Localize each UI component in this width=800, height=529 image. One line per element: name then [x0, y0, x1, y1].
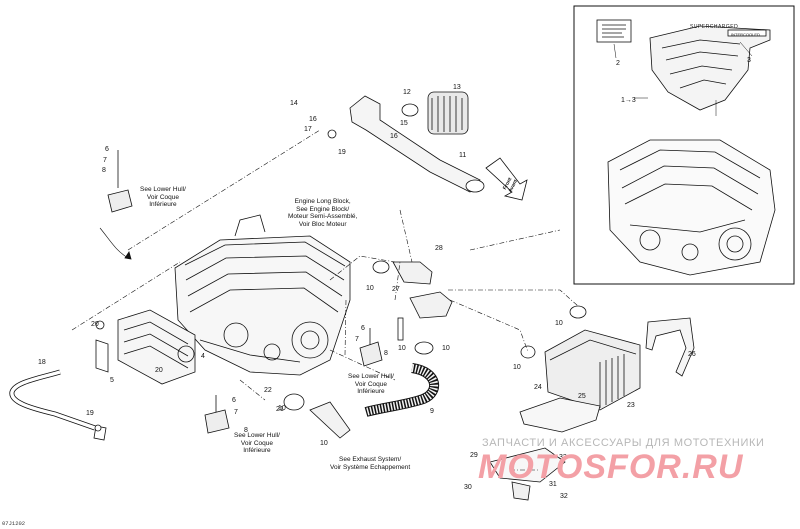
callout-19b: 19	[86, 410, 94, 417]
callout-8c: 8	[244, 427, 248, 434]
callout-6b: 6	[361, 325, 365, 332]
callout-31: 31	[549, 481, 557, 488]
bracket-29	[489, 447, 566, 483]
engine-mount-bottom	[204, 395, 230, 434]
callout-8a: 8	[102, 167, 106, 174]
callout-16b: 16	[390, 133, 398, 140]
callout-27: 27	[392, 286, 400, 293]
watermark-caption: ЗАПЧАСТИ И АКСЕССУАРЫ ДЛЯ МОТОТЕХНИКИ	[482, 437, 765, 449]
callout-8b: 8	[384, 350, 388, 357]
callout-32b: 32	[560, 493, 568, 500]
clip-19-top	[327, 129, 337, 139]
callout-10f: 10	[320, 440, 328, 447]
note-lower-hull-1: See Lower Hull/ Voir Coque Inférieure	[140, 186, 186, 208]
callout-22: 22	[264, 387, 272, 394]
watermark-logo: MOTOSFOR.RU	[478, 448, 744, 486]
intercooler-23	[544, 329, 641, 411]
callout-16a: 16	[309, 116, 317, 123]
callout-23: 23	[627, 402, 635, 409]
engine-mount-left	[107, 150, 133, 213]
main-engine	[174, 214, 351, 376]
callout-9: 9	[430, 408, 434, 415]
callout-6a: 6	[105, 146, 109, 153]
note-engine-block: Engine Long Block, See Engine Block/ Mot…	[288, 198, 358, 228]
note-exhaust: See Exhaust System/ Voir Système Echappe…	[330, 456, 411, 471]
callout-17: 17	[304, 126, 312, 133]
connection-lines	[71, 129, 579, 471]
bracket-26	[645, 317, 695, 377]
callout-3: 3	[747, 57, 751, 64]
callout-15: 15	[400, 120, 408, 127]
engine-mount-center	[359, 328, 383, 367]
callout-19a: 19	[338, 149, 346, 156]
callout-25: 25	[578, 393, 586, 400]
callout-7a: 7	[103, 157, 107, 164]
callout-14: 14	[290, 100, 298, 107]
callout-18: 18	[38, 359, 46, 366]
callout-10a: 10	[366, 285, 374, 292]
clamp-10-right	[569, 305, 587, 319]
plate-24	[519, 397, 601, 433]
air-filter-13	[427, 91, 469, 135]
front-arrow	[485, 157, 528, 201]
clamp-10-lower	[520, 345, 536, 359]
callout-5: 5	[110, 377, 114, 384]
cover-subtext: INTERCOOLED	[731, 32, 760, 37]
clamp-21	[283, 393, 305, 411]
plug-20	[95, 320, 105, 330]
hose-18	[9, 369, 96, 431]
callout-32a: 32	[559, 454, 567, 461]
callout-29: 29	[470, 452, 478, 459]
inset-frame	[573, 5, 795, 285]
intake-hoses	[372, 260, 453, 355]
callout-7b: 7	[355, 336, 359, 343]
callout-24: 24	[534, 384, 542, 391]
callout-20b: 20	[155, 367, 163, 374]
callout-13: 13	[453, 84, 461, 91]
exhaust-outlet	[309, 401, 351, 439]
callout-1to3: 1→3	[621, 97, 636, 104]
callout-10g: 10	[278, 405, 286, 412]
cover-text: SUPERCHARGED	[690, 24, 739, 30]
clamp-12	[401, 103, 419, 117]
decal-label	[596, 19, 632, 59]
note-lower-hull-2: See Lower Hull/ Voir Coque Inférieure	[348, 373, 394, 395]
callout-7c: 7	[234, 409, 238, 416]
drawing-code: 07J1202	[2, 520, 26, 527]
callout-30: 30	[464, 484, 472, 491]
callout-10d: 10	[555, 320, 563, 327]
callout-10b: 10	[398, 345, 406, 352]
engine-cover	[634, 25, 771, 116]
callout-21: 21	[276, 406, 284, 413]
callout-28: 28	[435, 245, 443, 252]
callout-12: 12	[403, 89, 411, 96]
intake-manifold	[95, 309, 196, 385]
note-lower-hull-3: See Lower Hull/ Voir Coque Inférieure	[234, 432, 280, 454]
callout-26: 26	[688, 351, 696, 358]
callout-4: 4	[201, 353, 205, 360]
air-pipe-11	[349, 95, 485, 193]
callout-11: 11	[459, 152, 467, 159]
callout-6c: 6	[232, 397, 236, 404]
inset-engine	[607, 139, 776, 276]
callout-10e: 10	[513, 364, 521, 371]
clip-19-bottom	[94, 424, 102, 432]
callout-10c: 10	[442, 345, 450, 352]
callout-2: 2	[616, 60, 620, 67]
callout-20a: 20	[91, 321, 99, 328]
